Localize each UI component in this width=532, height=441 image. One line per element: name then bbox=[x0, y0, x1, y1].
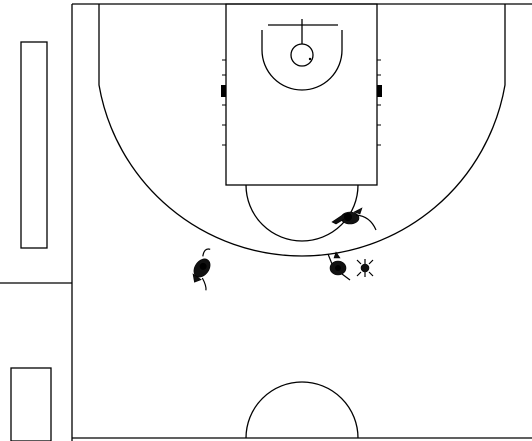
rim-dot bbox=[309, 58, 311, 60]
player-2-icon bbox=[187, 247, 227, 290]
bench-area-upper bbox=[21, 42, 47, 248]
lane-hash-marks bbox=[221, 60, 382, 145]
player-4-icon bbox=[357, 259, 373, 277]
player-3-icon bbox=[328, 252, 350, 280]
free-throw-circle bbox=[246, 185, 358, 241]
center-circle bbox=[246, 382, 358, 438]
basket-rim bbox=[291, 44, 313, 66]
bench-area-lower bbox=[11, 368, 51, 441]
